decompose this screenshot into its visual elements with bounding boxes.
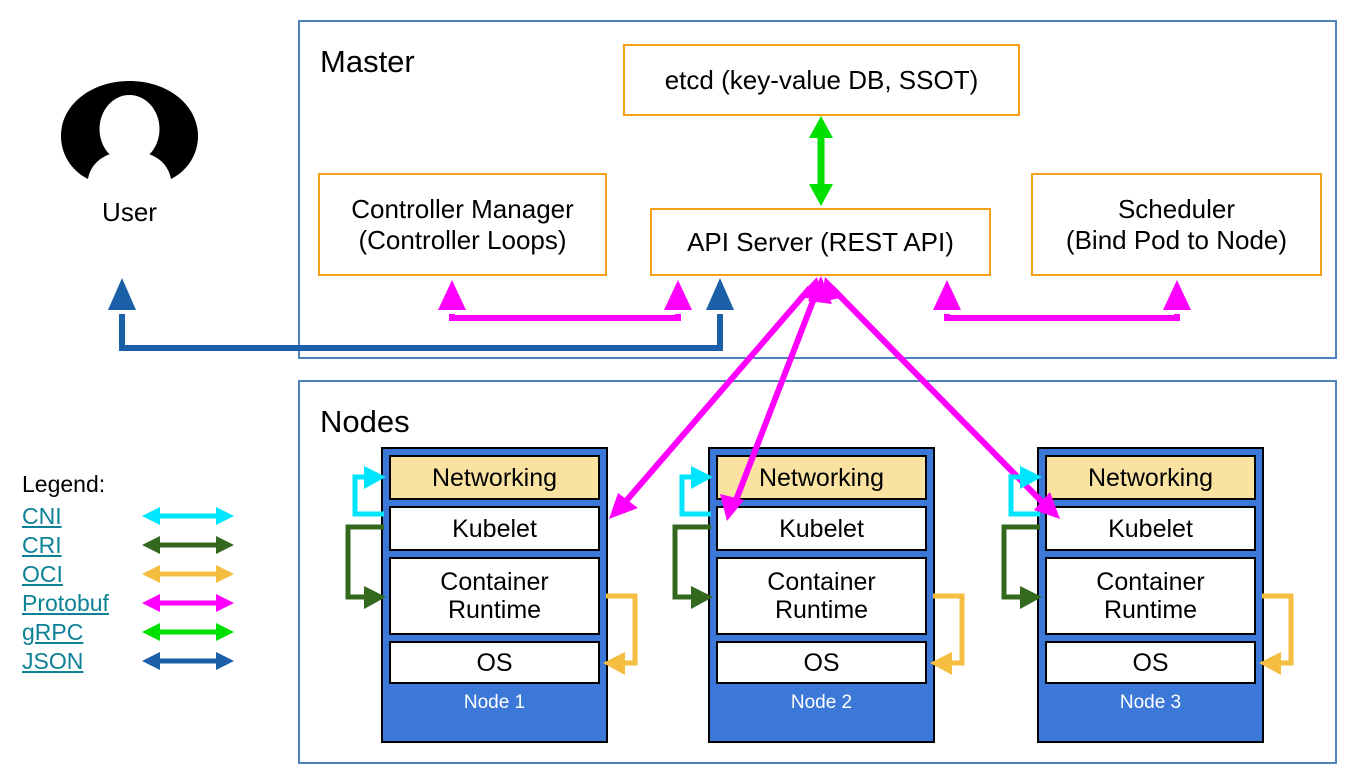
legend-arrow-cri xyxy=(142,535,234,554)
node-2[interactable]: Networking Kubelet Container Runtime OS … xyxy=(708,447,935,743)
scheduler-label-line2: (Bind Pod to Node) xyxy=(1065,224,1288,255)
legend-item-oci[interactable]: OCI xyxy=(22,559,236,588)
legend-arrow-cni xyxy=(142,506,234,525)
master-title: Master xyxy=(320,44,415,79)
legend-item-protobuf[interactable]: Protobuf xyxy=(22,588,236,617)
legend-item-cni[interactable]: CNI xyxy=(22,501,236,530)
controller-manager-label-line2: (Controller Loops) xyxy=(358,224,567,255)
node-1-kubelet-label: Kubelet xyxy=(452,514,537,543)
legend: Legend: CNI CRI OCI xyxy=(22,471,236,675)
etcd-box[interactable]: etcd (key-value DB, SSOT) xyxy=(623,44,1020,116)
node-3-kubelet-label: Kubelet xyxy=(1108,514,1193,543)
node-3-os-layer[interactable]: OS xyxy=(1045,641,1256,684)
node-1-networking-layer[interactable]: Networking xyxy=(389,455,600,500)
node-1-os-layer[interactable]: OS xyxy=(389,641,600,684)
nodes-title: Nodes xyxy=(320,404,410,439)
user-actor: User xyxy=(57,78,202,228)
node-1-name: Node 1 xyxy=(463,692,526,713)
node-3-name: Node 3 xyxy=(1119,692,1182,713)
controller-manager-box[interactable]: Controller Manager (Controller Loops) xyxy=(318,173,607,276)
node-3-kubelet-layer[interactable]: Kubelet xyxy=(1045,506,1256,551)
node-1-kubelet-layer[interactable]: Kubelet xyxy=(389,506,600,551)
node-1-container-runtime-layer[interactable]: Container Runtime xyxy=(389,557,600,635)
node-3-container-runtime-label-line2: Runtime xyxy=(1103,596,1198,624)
legend-item-json[interactable]: JSON xyxy=(22,646,236,675)
controller-manager-label-line1: Controller Manager xyxy=(351,193,574,224)
legend-arrow-protobuf xyxy=(142,593,234,612)
api-server-label: API Server (REST API) xyxy=(687,226,954,257)
node-2-networking-layer[interactable]: Networking xyxy=(716,455,927,500)
legend-arrow-json xyxy=(142,651,234,670)
node-3-networking-label: Networking xyxy=(1087,463,1214,492)
legend-label-grpc[interactable]: gRPC xyxy=(22,618,84,645)
legend-arrow-oci xyxy=(142,564,234,583)
node-2-kubelet-label: Kubelet xyxy=(779,514,864,543)
api-server-box[interactable]: API Server (REST API) xyxy=(650,208,991,276)
node-2-container-runtime-label-line1: Container xyxy=(767,568,876,596)
node-2-os-label: OS xyxy=(803,648,840,677)
legend-item-grpc[interactable]: gRPC xyxy=(22,617,236,646)
node-2-os-layer[interactable]: OS xyxy=(716,641,927,684)
node-1[interactable]: Networking Kubelet Container Runtime OS … xyxy=(381,447,608,743)
legend-arrow-grpc xyxy=(142,622,234,641)
node-2-name: Node 2 xyxy=(790,692,853,713)
node-1-container-runtime-label-line1: Container xyxy=(440,568,549,596)
node-2-container-runtime-label-line2: Runtime xyxy=(774,596,869,624)
node-3-container-runtime-layer[interactable]: Container Runtime xyxy=(1045,557,1256,635)
user-label: User xyxy=(102,197,157,227)
scheduler-label-line1: Scheduler xyxy=(1117,193,1236,224)
node-3-container-runtime-label-line1: Container xyxy=(1096,568,1205,596)
node-3-networking-layer[interactable]: Networking xyxy=(1045,455,1256,500)
legend-title: Legend: xyxy=(22,471,106,497)
user-avatar-icon xyxy=(61,81,198,179)
legend-label-cri[interactable]: CRI xyxy=(22,531,62,558)
node-1-os-label: OS xyxy=(476,648,513,677)
legend-label-json[interactable]: JSON xyxy=(22,647,84,674)
etcd-label: etcd (key-value DB, SSOT) xyxy=(664,64,979,95)
legend-label-protobuf[interactable]: Protobuf xyxy=(22,589,109,616)
legend-item-cri[interactable]: CRI xyxy=(22,530,236,559)
node-3-os-label: OS xyxy=(1132,648,1169,677)
scheduler-box[interactable]: Scheduler (Bind Pod to Node) xyxy=(1031,173,1322,276)
legend-label-cni[interactable]: CNI xyxy=(22,502,62,529)
node-3[interactable]: Networking Kubelet Container Runtime OS … xyxy=(1037,447,1264,743)
node-1-container-runtime-label-line2: Runtime xyxy=(447,596,542,624)
node-2-networking-label: Networking xyxy=(758,463,885,492)
node-1-networking-label: Networking xyxy=(431,463,558,492)
node-2-kubelet-layer[interactable]: Kubelet xyxy=(716,506,927,551)
node-2-container-runtime-layer[interactable]: Container Runtime xyxy=(716,557,927,635)
legend-label-oci[interactable]: OCI xyxy=(22,560,63,587)
